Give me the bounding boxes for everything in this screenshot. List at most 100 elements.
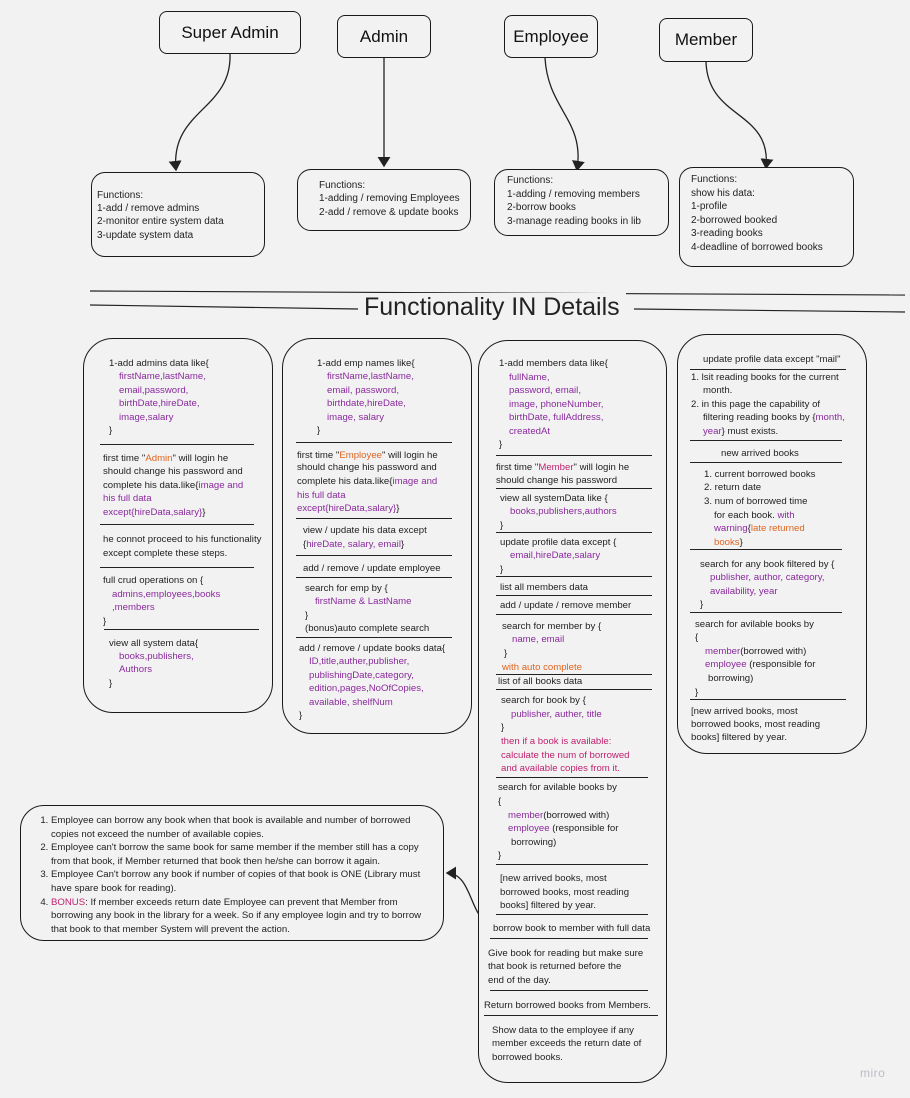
functions-line: Functions:	[507, 175, 554, 186]
detail-line: }	[504, 648, 508, 659]
detail-line: his full data	[103, 493, 152, 504]
divider	[496, 455, 652, 456]
detail-field: ID,title,auther,publisher,	[309, 656, 410, 667]
divider	[690, 699, 846, 700]
detail-line: borrowed books, most reading	[691, 719, 821, 730]
detail-line: should change his password	[496, 475, 618, 486]
detail-line: [new arrived books, most	[500, 873, 607, 884]
functions-line: 2-borrowed booked	[691, 215, 778, 226]
detail-line: Return borrowed books from Members.	[484, 1000, 651, 1011]
detail-line: list all members data	[500, 582, 588, 593]
detail-note: with auto complete	[502, 662, 582, 673]
section-line-right	[633, 308, 906, 313]
detail-line: Show data to the employee if any	[492, 1025, 634, 1036]
detail-line: }	[500, 520, 504, 531]
detail-field: birthDate,hireDate,	[119, 398, 200, 409]
divider	[690, 462, 842, 463]
detail-admin	[282, 338, 472, 734]
detail-line: 2. in this page the capability of	[691, 399, 821, 410]
borrow-rules-box: Employee can borrow any book when that b…	[20, 805, 444, 941]
detail-line: search for avilable books by	[695, 619, 814, 630]
divider	[496, 488, 652, 489]
functions-line: 3-reading books	[691, 228, 763, 239]
functions-line: 1-profile	[691, 201, 728, 212]
detail-field: name, email	[512, 634, 565, 645]
detail-line: }	[317, 425, 321, 436]
detail-super-admin	[83, 338, 273, 713]
detail-field: image, phoneNumber,	[509, 399, 604, 410]
detail-line: except complete these steps.	[103, 548, 228, 559]
divider	[496, 914, 648, 915]
divider	[296, 518, 452, 519]
detail-line: that book is returned before the	[488, 961, 622, 972]
detail-note: calculate the num of borrowed	[501, 750, 630, 761]
detail-line: (bonus)auto complete search	[305, 623, 430, 634]
detail-line: employee (responsible for	[705, 659, 816, 670]
detail-line: borrowing)	[511, 837, 557, 848]
detail-employee	[478, 340, 667, 1083]
detail-line: books] filtered by year.	[691, 732, 787, 743]
detail-line: search for member by {	[502, 621, 602, 632]
functions-line: Functions:	[97, 190, 144, 201]
detail-line: except{hireData,salary}}	[297, 503, 400, 514]
detail-line: borrowed books.	[492, 1052, 563, 1063]
divider	[100, 567, 254, 568]
detail-line: year} must exists.	[703, 426, 779, 437]
detail-field: publisher, auther, title	[511, 709, 602, 720]
miro-watermark: miro	[860, 1066, 886, 1080]
detail-line: member(borrowed with)	[705, 646, 807, 657]
functions-line: 2-add / remove & update books	[319, 207, 459, 218]
detail-field: birthdate,hireDate,	[327, 398, 406, 409]
detail-field: firstName,lastName,	[119, 371, 206, 382]
detail-line: complete his data.like{image and	[103, 480, 244, 491]
role-member[interactable]: Member	[659, 18, 753, 62]
divider	[296, 577, 452, 578]
arrow-member	[705, 61, 774, 170]
role-employee[interactable]: Employee	[504, 15, 598, 58]
detail-line: add / remove / update books data{	[299, 643, 446, 654]
detail-field: email,password,	[119, 385, 189, 396]
arrow-employee	[544, 57, 585, 172]
divider	[296, 637, 452, 638]
divider	[496, 777, 648, 778]
detail-line: employee (responsible for	[508, 823, 619, 834]
functions-line: 1-add / remove admins	[97, 203, 200, 214]
functions-line: 1-adding / removing members	[507, 189, 640, 200]
role-super-admin[interactable]: Super Admin	[159, 11, 301, 54]
detail-line: {	[498, 796, 502, 807]
detail-field: email, password,	[327, 385, 399, 396]
divider	[490, 990, 648, 991]
divider	[100, 524, 254, 525]
detail-line: should change his password and	[297, 462, 437, 473]
detail-line: 1. current borrowed books	[704, 469, 816, 480]
arrow-superadmin	[168, 53, 231, 172]
detail-field: fullName,	[509, 372, 550, 383]
detail-line: Give book for reading but make sure	[488, 948, 644, 959]
detail-line: for each book. with	[714, 510, 795, 521]
detail-field: firstName,lastName,	[327, 371, 414, 382]
detail-field: books,publishers,authors	[510, 506, 617, 517]
divider	[296, 555, 452, 556]
detail-line: 2. return date	[704, 482, 762, 493]
detail-line: he connot proceed to his functionality	[103, 534, 262, 545]
role-label: Employee	[513, 26, 589, 46]
detail-line: his full data	[297, 490, 346, 501]
detail-line: new arrived books	[721, 448, 799, 459]
divider	[496, 674, 652, 675]
detail-line: view all systemData like {	[500, 493, 608, 504]
functions-line: 2-borrow books	[507, 202, 576, 213]
rule-item: Employee Can't borrow any book if number…	[51, 868, 433, 895]
role-admin[interactable]: Admin	[337, 15, 431, 58]
bonus-label: BONUS	[51, 896, 86, 908]
detail-field: available, shelfNum	[309, 697, 393, 708]
role-label: Admin	[359, 26, 409, 46]
detail-field: firstName & LastName	[315, 596, 412, 607]
detail-line: }	[498, 850, 502, 861]
detail-line: 1-add admins data like{	[109, 358, 209, 369]
detail-line: view / update his data except	[303, 525, 427, 536]
detail-line: except{hireData,salary}}	[103, 507, 206, 518]
detail-line: }	[299, 710, 303, 721]
divider	[484, 1015, 658, 1016]
functions-line: 3-manage reading books in lib	[507, 216, 641, 227]
detail-line: [new arrived books, most	[691, 706, 798, 717]
